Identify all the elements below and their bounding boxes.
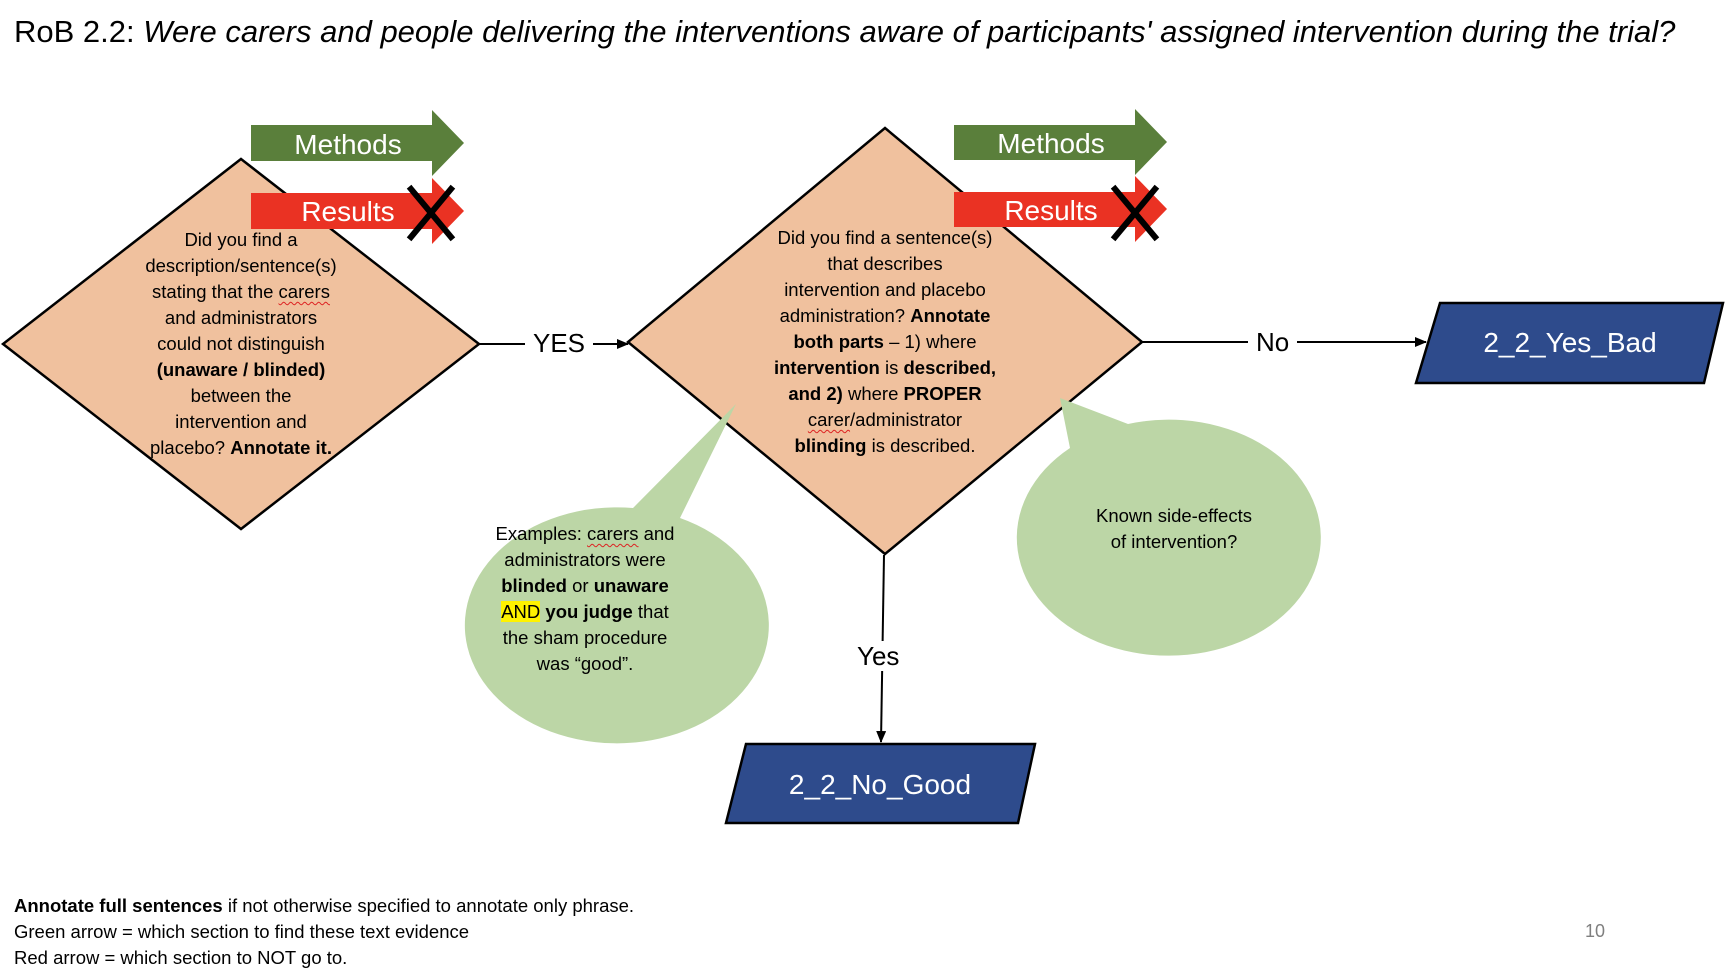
decision-diamond-1 bbox=[0, 157, 482, 531]
edge-label-yes-upper: YES bbox=[525, 328, 594, 358]
speech-bubble-examples bbox=[464, 404, 769, 744]
decision-diamond-2 bbox=[626, 126, 1144, 556]
decision-diamond-2-text: Did you find a sentence(s) that describe… bbox=[773, 227, 997, 456]
methods-arrow-2 bbox=[954, 109, 1167, 175]
methods-arrow-1 bbox=[251, 110, 464, 176]
results-label-1: Results bbox=[301, 196, 394, 227]
outcome-no-good: 2_2_No_Good bbox=[789, 769, 971, 800]
page-number: 10 bbox=[1585, 921, 1606, 941]
title-question: Were carers and people delivering the in… bbox=[143, 14, 1676, 49]
speech-bubble-side-effects bbox=[1016, 398, 1321, 656]
outcome-no-good-shape bbox=[724, 742, 1037, 825]
results-arrow-1 bbox=[251, 178, 464, 244]
cross-mark-icon bbox=[1110, 184, 1160, 242]
speech-bubble-examples-text: Examples: carers and administrators were… bbox=[495, 523, 675, 674]
outcome-yes-bad-shape bbox=[1414, 301, 1725, 385]
title-prefix: RoB 2.2: bbox=[14, 14, 144, 49]
slide-title: RoB 2.2: Were carers and people deliveri… bbox=[14, 10, 1714, 53]
edge-label-yes-lower: Yes bbox=[849, 641, 908, 671]
edge-label-no: No bbox=[1248, 327, 1298, 357]
decision-diamond-1-text: Did you find a description/sentence(s) s… bbox=[145, 229, 337, 458]
speech-bubble-side-effects-text: Known side-effects of intervention? bbox=[1096, 505, 1252, 552]
methods-label-1: Methods bbox=[294, 129, 401, 160]
methods-label-2: Methods bbox=[997, 128, 1104, 159]
results-label-2: Results bbox=[1004, 195, 1097, 226]
cross-mark-icon bbox=[406, 184, 456, 242]
footer-notes: Annotate full sentences if not otherwise… bbox=[14, 895, 635, 968]
outcome-yes-bad: 2_2_Yes_Bad bbox=[1483, 327, 1656, 358]
results-arrow-2 bbox=[954, 176, 1167, 242]
